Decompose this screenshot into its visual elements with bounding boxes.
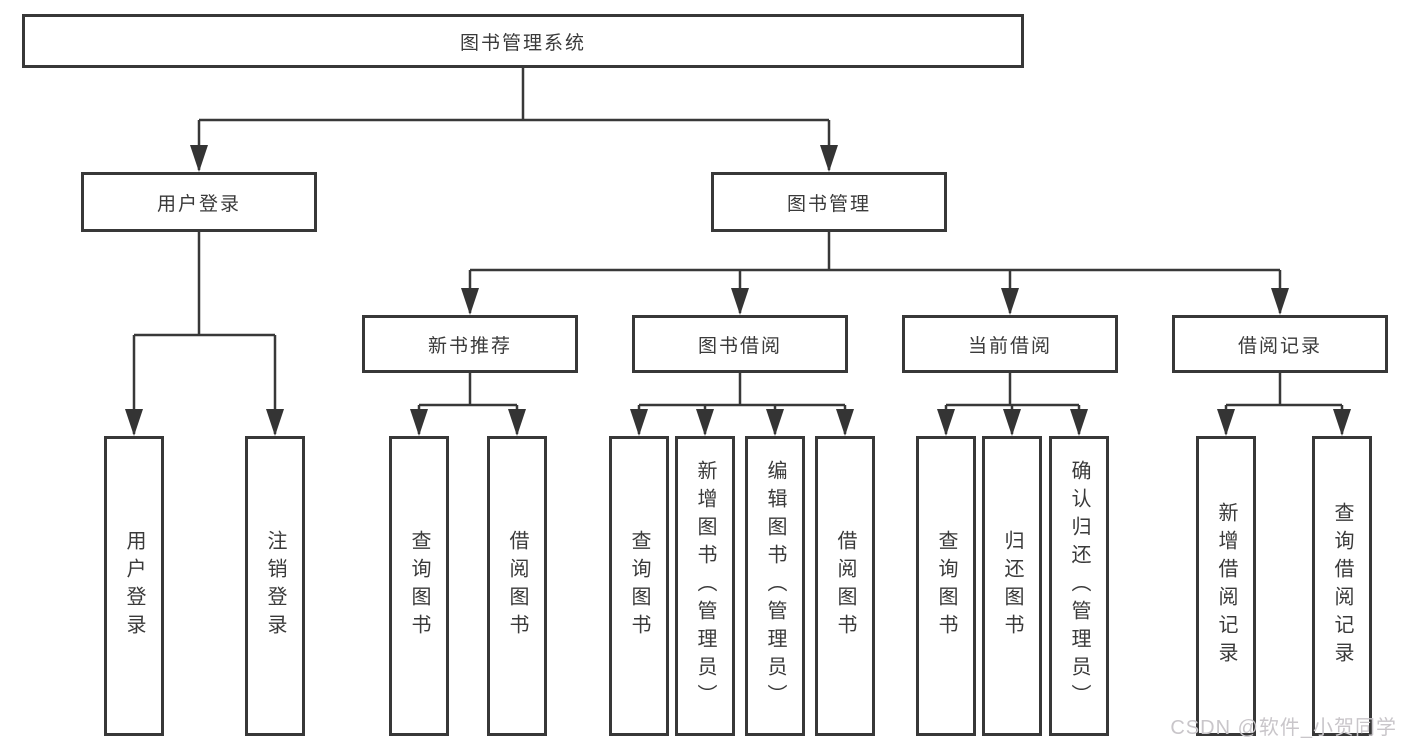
arrowhead: [630, 409, 648, 436]
node-current-borrow: 当前借阅: [902, 315, 1118, 373]
node-leaf-edit-book-admin: 编辑图书（管理员）: [745, 436, 805, 736]
node-label: 查询图书: [935, 530, 957, 642]
connector-bookmgmt-to-level3: [468, 232, 1282, 313]
arrowhead: [266, 409, 284, 436]
arrowhead: [1001, 288, 1019, 315]
node-label: 查询图书: [628, 530, 650, 642]
arrowhead: [937, 409, 955, 436]
node-label: 查询图书: [408, 530, 430, 642]
connector-userlogin-to-leaves: [132, 232, 277, 434]
arrowhead: [461, 288, 479, 315]
node-label: 图书管理: [786, 193, 871, 215]
watermark: CSDN @软件_小贺同学: [1170, 717, 1397, 739]
arrowhead: [125, 409, 143, 436]
node-leaf-logout: 注销登录: [245, 436, 305, 736]
node-label: 借阅图书: [834, 530, 856, 642]
node-borrow-record: 借阅记录: [1172, 315, 1388, 373]
arrowhead: [508, 409, 526, 436]
arrowhead: [731, 288, 749, 315]
arrowhead: [696, 409, 714, 436]
node-label: 新书推荐: [427, 335, 512, 357]
node-leaf-query-book-3: 查询图书: [916, 436, 976, 736]
node-label: 新增借阅记录: [1215, 502, 1237, 670]
arrowhead: [836, 409, 854, 436]
node-label: 用户登录: [123, 530, 145, 642]
arrowhead: [766, 409, 784, 436]
node-book-borrow: 图书借阅: [632, 315, 848, 373]
node-label: 借阅图书: [506, 530, 528, 642]
node-root-system: 图书管理系统: [22, 14, 1024, 68]
node-leaf-user-login: 用户登录: [104, 436, 164, 736]
node-label: 图书借阅: [697, 335, 782, 357]
node-book-management: 图书管理: [711, 172, 947, 232]
node-label: 注销登录: [264, 530, 286, 642]
node-label: 借阅记录: [1237, 335, 1322, 357]
arrowhead: [1271, 288, 1289, 315]
node-label: 用户登录: [156, 193, 241, 215]
node-leaf-confirm-return-admin: 确认归还（管理员）: [1049, 436, 1109, 736]
arrowhead: [820, 145, 838, 172]
arrowhead: [410, 409, 428, 436]
node-leaf-add-borrow-record: 新增借阅记录: [1196, 436, 1256, 736]
node-user-login: 用户登录: [81, 172, 317, 232]
arrowhead: [190, 145, 208, 172]
node-leaf-borrow-book-1: 借阅图书: [487, 436, 547, 736]
arrowhead: [1070, 409, 1088, 436]
node-label: 确认归还（管理员）: [1068, 460, 1090, 712]
node-label: 归还图书: [1001, 530, 1023, 642]
node-leaf-return-book: 归还图书: [982, 436, 1042, 736]
node-label: 新增图书（管理员）: [694, 460, 716, 712]
connector-record-to-leaves: [1224, 373, 1344, 434]
connector-root-to-level2: [197, 68, 831, 170]
node-label: 当前借阅: [967, 335, 1052, 357]
node-leaf-query-book-1: 查询图书: [389, 436, 449, 736]
arrowhead: [1003, 409, 1021, 436]
arrowhead: [1333, 409, 1351, 436]
arrowheads: [125, 145, 1351, 436]
connector-borrow-to-leaves: [637, 373, 847, 434]
node-leaf-query-borrow-record: 查询借阅记录: [1312, 436, 1372, 736]
arrowhead: [1217, 409, 1235, 436]
node-leaf-query-book-2: 查询图书: [609, 436, 669, 736]
node-label: 图书管理系统: [459, 32, 586, 54]
node-label: 编辑图书（管理员）: [764, 460, 786, 712]
node-label: 查询借阅记录: [1331, 502, 1353, 670]
connector-newbook-to-leaves: [417, 373, 519, 434]
node-leaf-add-book-admin: 新增图书（管理员）: [675, 436, 735, 736]
node-new-book-recommendation: 新书推荐: [362, 315, 578, 373]
node-leaf-borrow-book-2: 借阅图书: [815, 436, 875, 736]
